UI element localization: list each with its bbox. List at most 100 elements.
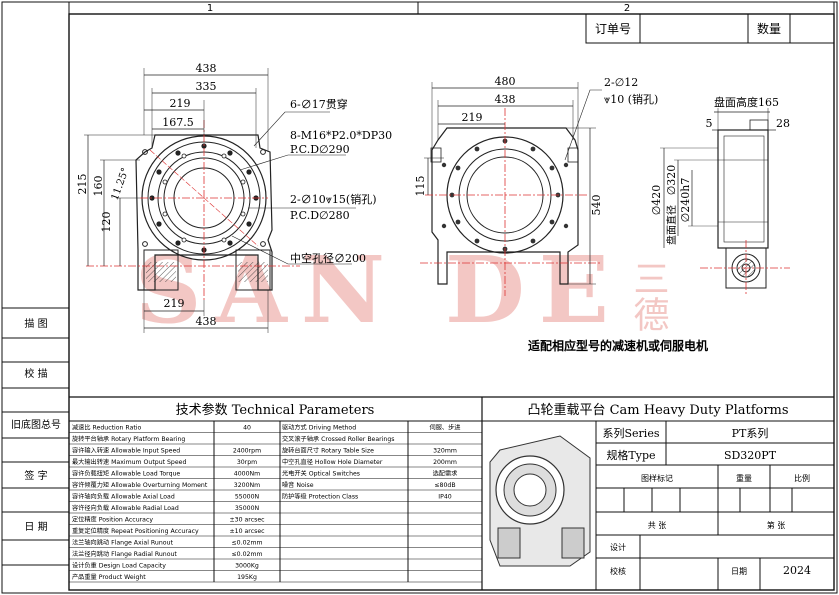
front-view-labels: 438 335 219 167.5 215 160 120 11.25° 6-∅… <box>76 62 392 328</box>
back-view <box>420 82 602 296</box>
series-label: 系列Series <box>603 426 660 440</box>
note-table-dia: 盘面直径 <box>665 205 678 245</box>
tech-cell: 交叉滚子轴承 Crossed Roller Bearings <box>282 435 395 443</box>
year-value: 2024 <box>783 564 811 577</box>
order-label: 订单号 <box>595 22 631 36</box>
note-2-d12: 2-∅12 <box>604 76 638 89</box>
tech-cell: 35000N <box>235 505 260 512</box>
tech-cell: 防护等级 Protection Class <box>282 493 358 501</box>
tech-cell: 320mm <box>433 448 457 455</box>
dim-28: 28 <box>776 117 790 130</box>
tech-cell: IP40 <box>438 494 451 501</box>
tech-cell: 30rpm <box>237 459 257 466</box>
tech-cell: 定位精度 Position Accuracy <box>72 516 153 524</box>
angle-11-25: 11.25° <box>110 166 132 201</box>
tech-cell: 2400rpm <box>233 448 261 455</box>
spec-value: SD320PT <box>724 449 777 462</box>
dim-219-bottom: 219 <box>164 297 185 310</box>
motor-note: 适配相应型号的减速机或伺服电机 <box>528 338 708 353</box>
tech-rows: 减速比 Reduction Ratio 40 驱动方式 Driving Method… <box>72 424 460 582</box>
tech-cell: 旋转台面尺寸 Rotary Table Size <box>282 447 374 455</box>
tech-cell: 旋转平台轴承 Rotary Platform Bearing <box>72 435 185 443</box>
tech-cell: 容许倾覆力矩 Allowable Overturning Moment <box>72 481 208 489</box>
note-6-holes: 6-∅17贯穿 <box>290 97 348 111</box>
dim-160: 160 <box>92 176 105 197</box>
side-view-labels: 盘面高度165 5 28 ∅420 ∅320 盘面直径 ∅240h7 <box>650 95 790 245</box>
tech-cell: 200mm <box>433 459 457 466</box>
dim-120: 120 <box>100 212 113 233</box>
zone-label-1: 1 <box>207 3 213 14</box>
dim-438-top: 438 <box>196 62 217 75</box>
date-field-label: 日期 <box>731 567 747 576</box>
dim-d320: ∅320 <box>665 165 678 196</box>
tech-cell: 容许轴向负载 Allowable Axial Load <box>72 493 175 501</box>
dim-115: 115 <box>414 176 427 197</box>
tech-cell: 容许输入转速 Allowable Input Speed <box>72 447 180 455</box>
tech-table-title: 技术参数 Technical Parameters <box>176 402 375 418</box>
tech-cell: ≤0.02mm <box>231 551 262 558</box>
tech-cell: 4000Nm <box>234 471 260 478</box>
watermark-cn: 三德 <box>628 260 669 332</box>
tech-cell: ≤80dB <box>434 482 455 489</box>
order-box: 订单号 数量 <box>585 13 835 44</box>
dim-335: 335 <box>196 80 217 93</box>
date-label: 日 期 <box>24 521 47 533</box>
left-column <box>2 307 69 566</box>
note-8-m16: 8-M16*P2.0*DP30 <box>290 129 392 142</box>
tech-cell: 重复定位精度 Repeat Positioning Accuracy <box>72 527 199 535</box>
tech-cell: 伺服、步进 <box>430 424 461 432</box>
mark-label: 图样标记 <box>641 473 673 483</box>
note-pcd-290: P.C.D∅290 <box>290 143 350 156</box>
dim-438-back: 438 <box>495 93 516 106</box>
tech-cell: 3000Kg <box>235 563 259 570</box>
dim-d240: ∅240h7 <box>679 178 692 223</box>
note-pcd-280: P.C.D∅280 <box>290 209 350 222</box>
note-2-pin: 2-∅10⩔15(销孔) <box>290 192 377 206</box>
tech-cell: 40 <box>243 425 251 432</box>
dim-5: 5 <box>706 117 713 130</box>
tech-cell: 55000N <box>235 494 260 501</box>
series-value: PT系列 <box>732 426 769 440</box>
title-block-labels: 凸轮重载平台 Cam Heavy Duty Platforms 系列Series… <box>527 402 811 577</box>
note-depth-10: ⩔10 (销孔) <box>604 92 658 106</box>
watermark-text: SAN DE <box>135 236 623 344</box>
check-label: 校核 <box>610 566 626 576</box>
dim-480: 480 <box>495 75 516 88</box>
tech-cell: 产品重量 Product Weight <box>72 573 146 581</box>
left-column-labels: 描 图 校 描 旧底图总号 签 字 日 期 <box>11 317 61 533</box>
dim-215: 215 <box>76 174 89 195</box>
old-drawing-label: 旧底图总号 <box>11 418 61 431</box>
dim-219-top: 219 <box>170 97 191 110</box>
side-view <box>660 108 790 296</box>
dim-438-bottom: 438 <box>196 315 217 328</box>
tech-cell: 减速比 Reduction Ratio <box>72 424 142 432</box>
weight-label: 重量 <box>736 473 752 483</box>
product-title: 凸轮重载平台 Cam Heavy Duty Platforms <box>527 402 788 418</box>
tech-cell: 法兰径向跳动 Flange Radial Runout <box>72 550 177 558</box>
trace-label: 描 图 <box>24 317 47 330</box>
sheet-number-label: 第 张 <box>767 520 786 530</box>
tech-cell: 光电开关 Optical Switches <box>282 470 360 478</box>
tech-cell: 驱动方式 Driving Method <box>282 424 356 432</box>
tech-table <box>69 396 834 590</box>
tech-cell: 195Kg <box>237 574 257 581</box>
tech-cell: 设计负重 Design Load Capacity <box>72 562 166 570</box>
note-hollow: 中空孔径∅200 <box>290 251 366 265</box>
tech-cell: 选配需求 <box>433 470 458 478</box>
tech-cell: 3200Nm <box>234 482 260 489</box>
zone-label-2: 2 <box>624 3 630 14</box>
dim-167-5: 167.5 <box>162 116 194 129</box>
tech-cell: ±10 arcsec <box>229 528 265 535</box>
dim-d420: ∅420 <box>650 185 663 216</box>
qty-label: 数量 <box>757 21 781 36</box>
tech-cell: 中空孔直径 Hollow Hole Diameter <box>282 458 383 466</box>
design-label: 设计 <box>610 542 626 552</box>
proof-label: 校 描 <box>24 367 47 380</box>
back-view-labels: 480 438 219 115 540 2-∅12 ⩔10 (销孔) <box>414 75 658 216</box>
dim-540: 540 <box>590 195 603 216</box>
tech-cell: ≤0.02mm <box>231 540 262 547</box>
inner-border <box>68 13 835 591</box>
dim-219-back: 219 <box>462 111 483 124</box>
